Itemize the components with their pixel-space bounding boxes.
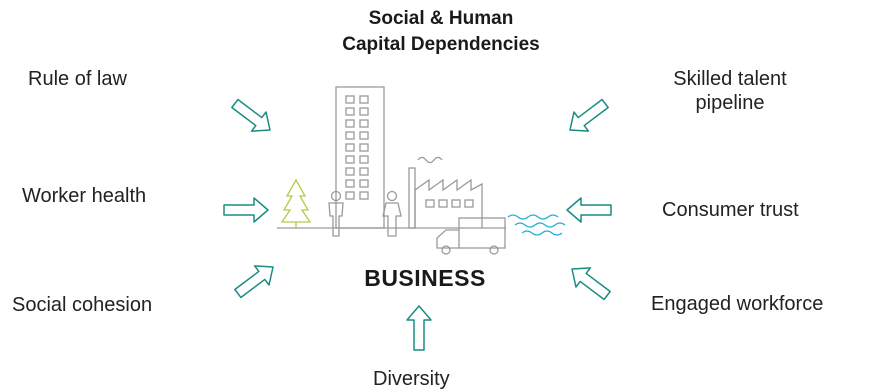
arrow-diversity-icon: [406, 305, 432, 351]
label-diversity: Diversity: [373, 368, 450, 390]
arrow-skilled-talent-icon: [562, 93, 614, 141]
factory-icon: [408, 156, 483, 229]
arrow-consumer-trust-icon: [566, 197, 612, 223]
label-rule-of-law: Rule of law: [28, 68, 127, 90]
arrow-worker-health-icon: [223, 197, 269, 223]
water-icon: [507, 214, 566, 236]
label-engaged-workforce: Engaged workforce: [651, 293, 824, 315]
label-skilled-talent-pipeline: Skilled talent pipeline: [660, 67, 800, 115]
truck-icon: [436, 217, 506, 255]
arrow-engaged-workforce-icon: [564, 258, 616, 306]
title-line-2: Capital Dependencies: [342, 34, 540, 55]
label-social-cohesion: Social cohesion: [12, 294, 153, 316]
business-label: BUSINESS: [364, 265, 486, 291]
tree-icon: [280, 178, 312, 228]
label-consumer-trust: Consumer trust: [662, 199, 799, 221]
arrow-rule-of-law-icon: [226, 93, 278, 141]
arrow-social-cohesion-icon: [229, 256, 281, 304]
label-skilled-talent-line-1: Skilled talent: [673, 68, 787, 90]
office-tower-icon: [335, 86, 385, 229]
person-icon: [382, 190, 402, 237]
label-worker-health: Worker health: [22, 185, 147, 207]
person-icon: [328, 190, 344, 237]
title-line-1: Social & Human: [368, 8, 514, 29]
diagram-title: Social & Human Capital Dependencies: [256, 6, 626, 58]
label-skilled-talent-line-2: pipeline: [695, 92, 765, 114]
business-illustration-icon: [277, 86, 566, 255]
